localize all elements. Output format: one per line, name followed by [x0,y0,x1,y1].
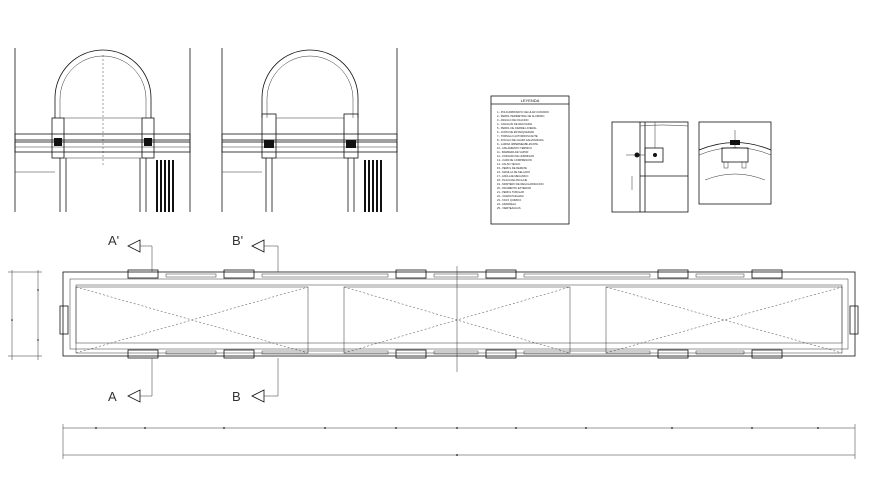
legend-item: 17.- ANCLAJE MECANICO [497,174,528,178]
legend-item: 23.- TACO QUIMICO [497,198,521,202]
legend-item: 21.- PERFIL TUBULAR [497,190,524,194]
detail-view-2 [698,121,772,205]
plan-view [59,266,859,372]
legend-title: LEYENDA [521,98,540,103]
legend-item: 10.- AISLAMIENTO TERMICO [497,146,532,150]
legend-item: 7.- TORNILLO AUTORROSCANTE [497,134,538,138]
legend-item: 4.- CANALON DE RECOGIDA [497,122,532,126]
section-marker-b-bottom: B [232,358,279,404]
dimension-ticks [95,427,819,456]
section-label-b-top: B' [232,233,243,248]
detail-view-1 [611,121,689,213]
section-label-b-bottom: B [232,389,241,404]
legend-item: 5.- PERFIL DE CIERRE LATERAL [497,126,537,130]
section-marker-a-bottom: A [108,358,153,404]
legend-item: 24.- ARANDELA [497,202,516,206]
legend-item: 13.- CAPA DE COMPRESION [497,158,532,162]
section-label-a-top: A' [108,233,119,248]
legend-item: 8.- ZOCALO DE CHAPA GALVANIZADA [497,138,544,142]
legend-item: 12.- FORJADO DE HORMIGON [497,154,534,158]
legend-item: 20.- PAVIMENTO EXTERIOR [497,186,531,190]
legend-item: 16.- MASILLA DE SELLADO [497,170,530,174]
dimension-lines [8,270,856,459]
legend-item: 15.- PERFIL DE REMATE [497,166,527,170]
legend-item: 18.- PLACA DE ANCLAJE [497,178,527,182]
legend-item: 25.- VIERTEAGUAS [497,206,521,210]
legend-item: 2.- PERFIL PERIMETRAL DE ALUMINIO [497,114,544,118]
legend-item: 19.- MORTERO DE REGULARIZACION [497,182,544,186]
legend-box: LEYENDA 1.- POLICARBONATO CELULAR CURVAD… [490,95,570,225]
legend-item: 3.- ANGULO DE FIJACION [497,118,529,122]
legend-item: 14.- FALSO TECHO [497,162,520,166]
section-marker-a-top: A' [108,233,153,272]
section-marker-b-top: B' [232,233,279,272]
legend-item: 11.- BARRERA DE VAPOR [497,150,528,154]
legend-item: 6.- JUNTA DE ESTANQUEIDAD [497,130,534,134]
section-label-a-bottom: A [108,389,117,404]
section-view-a [14,48,191,212]
legend-item: 22.- CHAPA PLEGADA [497,194,524,198]
legend-item: 1.- POLICARBONATO CELULAR CURVADO [497,110,549,114]
legend-item: 9.- LAMINA IMPERMEABILIZANTE [497,142,538,146]
section-view-b [221,48,398,212]
